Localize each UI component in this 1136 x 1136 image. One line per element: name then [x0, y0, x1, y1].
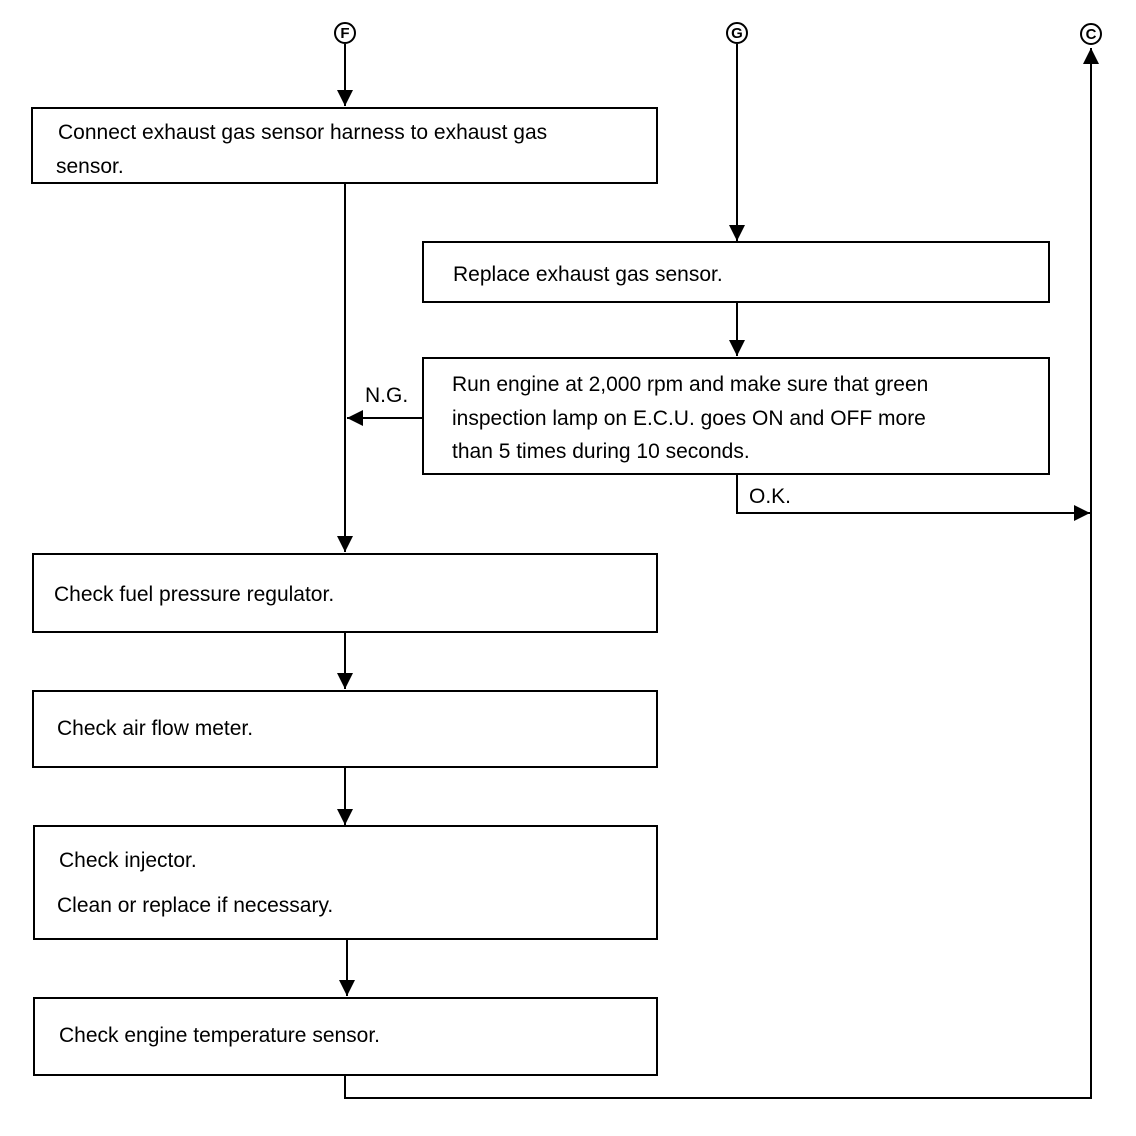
- run-engine-line1: Run engine at 2,000 rpm and make sure th…: [452, 373, 928, 396]
- fuel-regulator-text: Check fuel pressure regulator.: [54, 583, 334, 606]
- connector-c-label: C: [1086, 26, 1097, 43]
- replace-sensor-text: Replace exhaust gas sensor.: [453, 263, 723, 286]
- connect-sensor-line1: Connect exhaust gas sensor harness to ex…: [58, 121, 547, 144]
- temp-sensor-text: Check engine temperature sensor.: [59, 1024, 380, 1047]
- connector-f-label: F: [340, 25, 349, 42]
- box-replace-sensor: [422, 241, 1050, 303]
- injector-line1: Check injector.: [59, 849, 197, 872]
- run-engine-line2: inspection lamp on E.C.U. goes ON and OF…: [452, 407, 926, 430]
- injector-line2: Clean or replace if necessary.: [57, 894, 333, 917]
- box-run-engine: [422, 357, 1050, 475]
- connector-f: F: [334, 22, 356, 44]
- connect-sensor-line2: sensor.: [56, 155, 124, 178]
- air-flow-text: Check air flow meter.: [57, 717, 253, 740]
- connector-c: C: [1080, 23, 1102, 45]
- box-injector: [33, 825, 658, 940]
- ng-label: N.G.: [365, 384, 408, 407]
- run-engine-line3: than 5 times during 10 seconds.: [452, 440, 750, 463]
- line-temp-to-c: [344, 48, 1099, 1099]
- box-air-flow: [32, 690, 658, 768]
- box-fuel-regulator: [32, 553, 658, 633]
- connector-g: G: [726, 22, 748, 44]
- arrow-ok: [736, 474, 1090, 521]
- connector-g-label: G: [731, 25, 743, 42]
- box-connect-sensor: [31, 107, 658, 184]
- box-temp-sensor: [33, 997, 658, 1076]
- ok-label: O.K.: [749, 485, 791, 508]
